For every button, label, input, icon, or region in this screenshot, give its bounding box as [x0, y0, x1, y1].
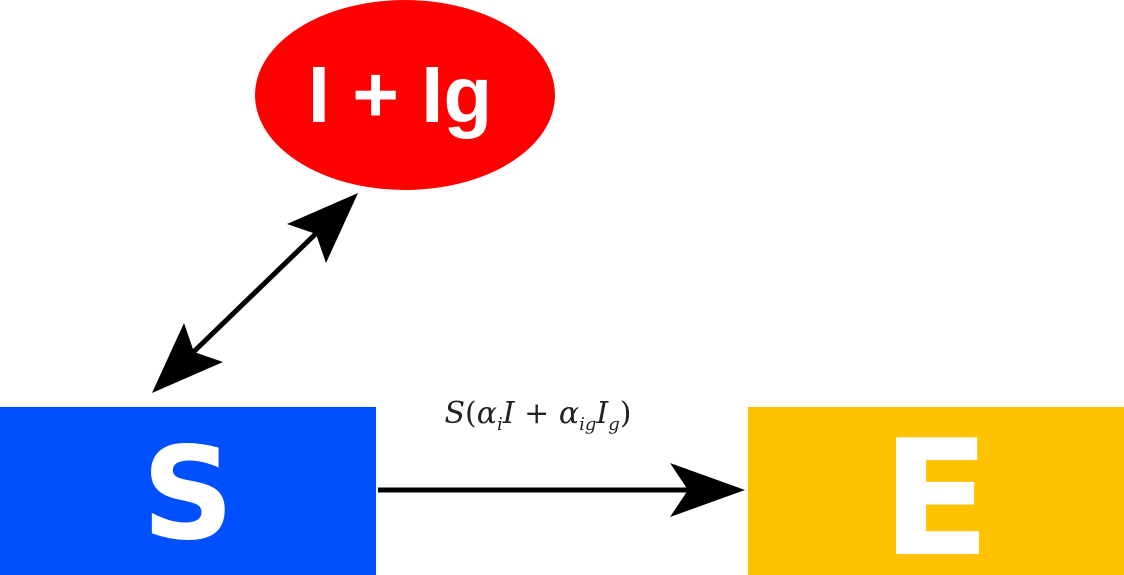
infected-label: I + Ig [308, 50, 493, 139]
susceptible-infected-arrow [152, 193, 358, 393]
formula-s: S [444, 396, 465, 431]
infected-ellipse [255, 0, 555, 190]
infected-node: I + Ig [255, 0, 555, 190]
exposed-box [748, 407, 1124, 575]
exposed-label: E [881, 405, 990, 575]
formula-sub-ig: ig [579, 414, 596, 435]
susceptible-box [0, 407, 376, 575]
arrowhead-to-infected [287, 193, 358, 263]
formula-alpha-ig: α [559, 396, 579, 431]
formula-alpha-i: α [477, 396, 497, 431]
formula-I: I [502, 396, 516, 431]
formula-close-paren: ) [620, 396, 632, 431]
transition-rate-label: S(αiI + αigIg) [444, 396, 631, 435]
susceptible-node: S [0, 407, 376, 575]
formula-sub-g: g [608, 414, 620, 435]
formula-I-g: I [595, 396, 609, 431]
arrowhead-to-exposed [670, 463, 745, 517]
susceptible-exposed-arrow [378, 463, 745, 517]
exposed-node: E [748, 405, 1124, 575]
susceptible-label: S [142, 420, 234, 569]
formula-open-paren: ( [465, 396, 477, 431]
formula-sub-i: i [497, 414, 503, 435]
susceptible-infected-shaft [178, 218, 332, 367]
arrowhead-to-susceptible [152, 323, 223, 393]
formula-plus: + [515, 396, 559, 431]
